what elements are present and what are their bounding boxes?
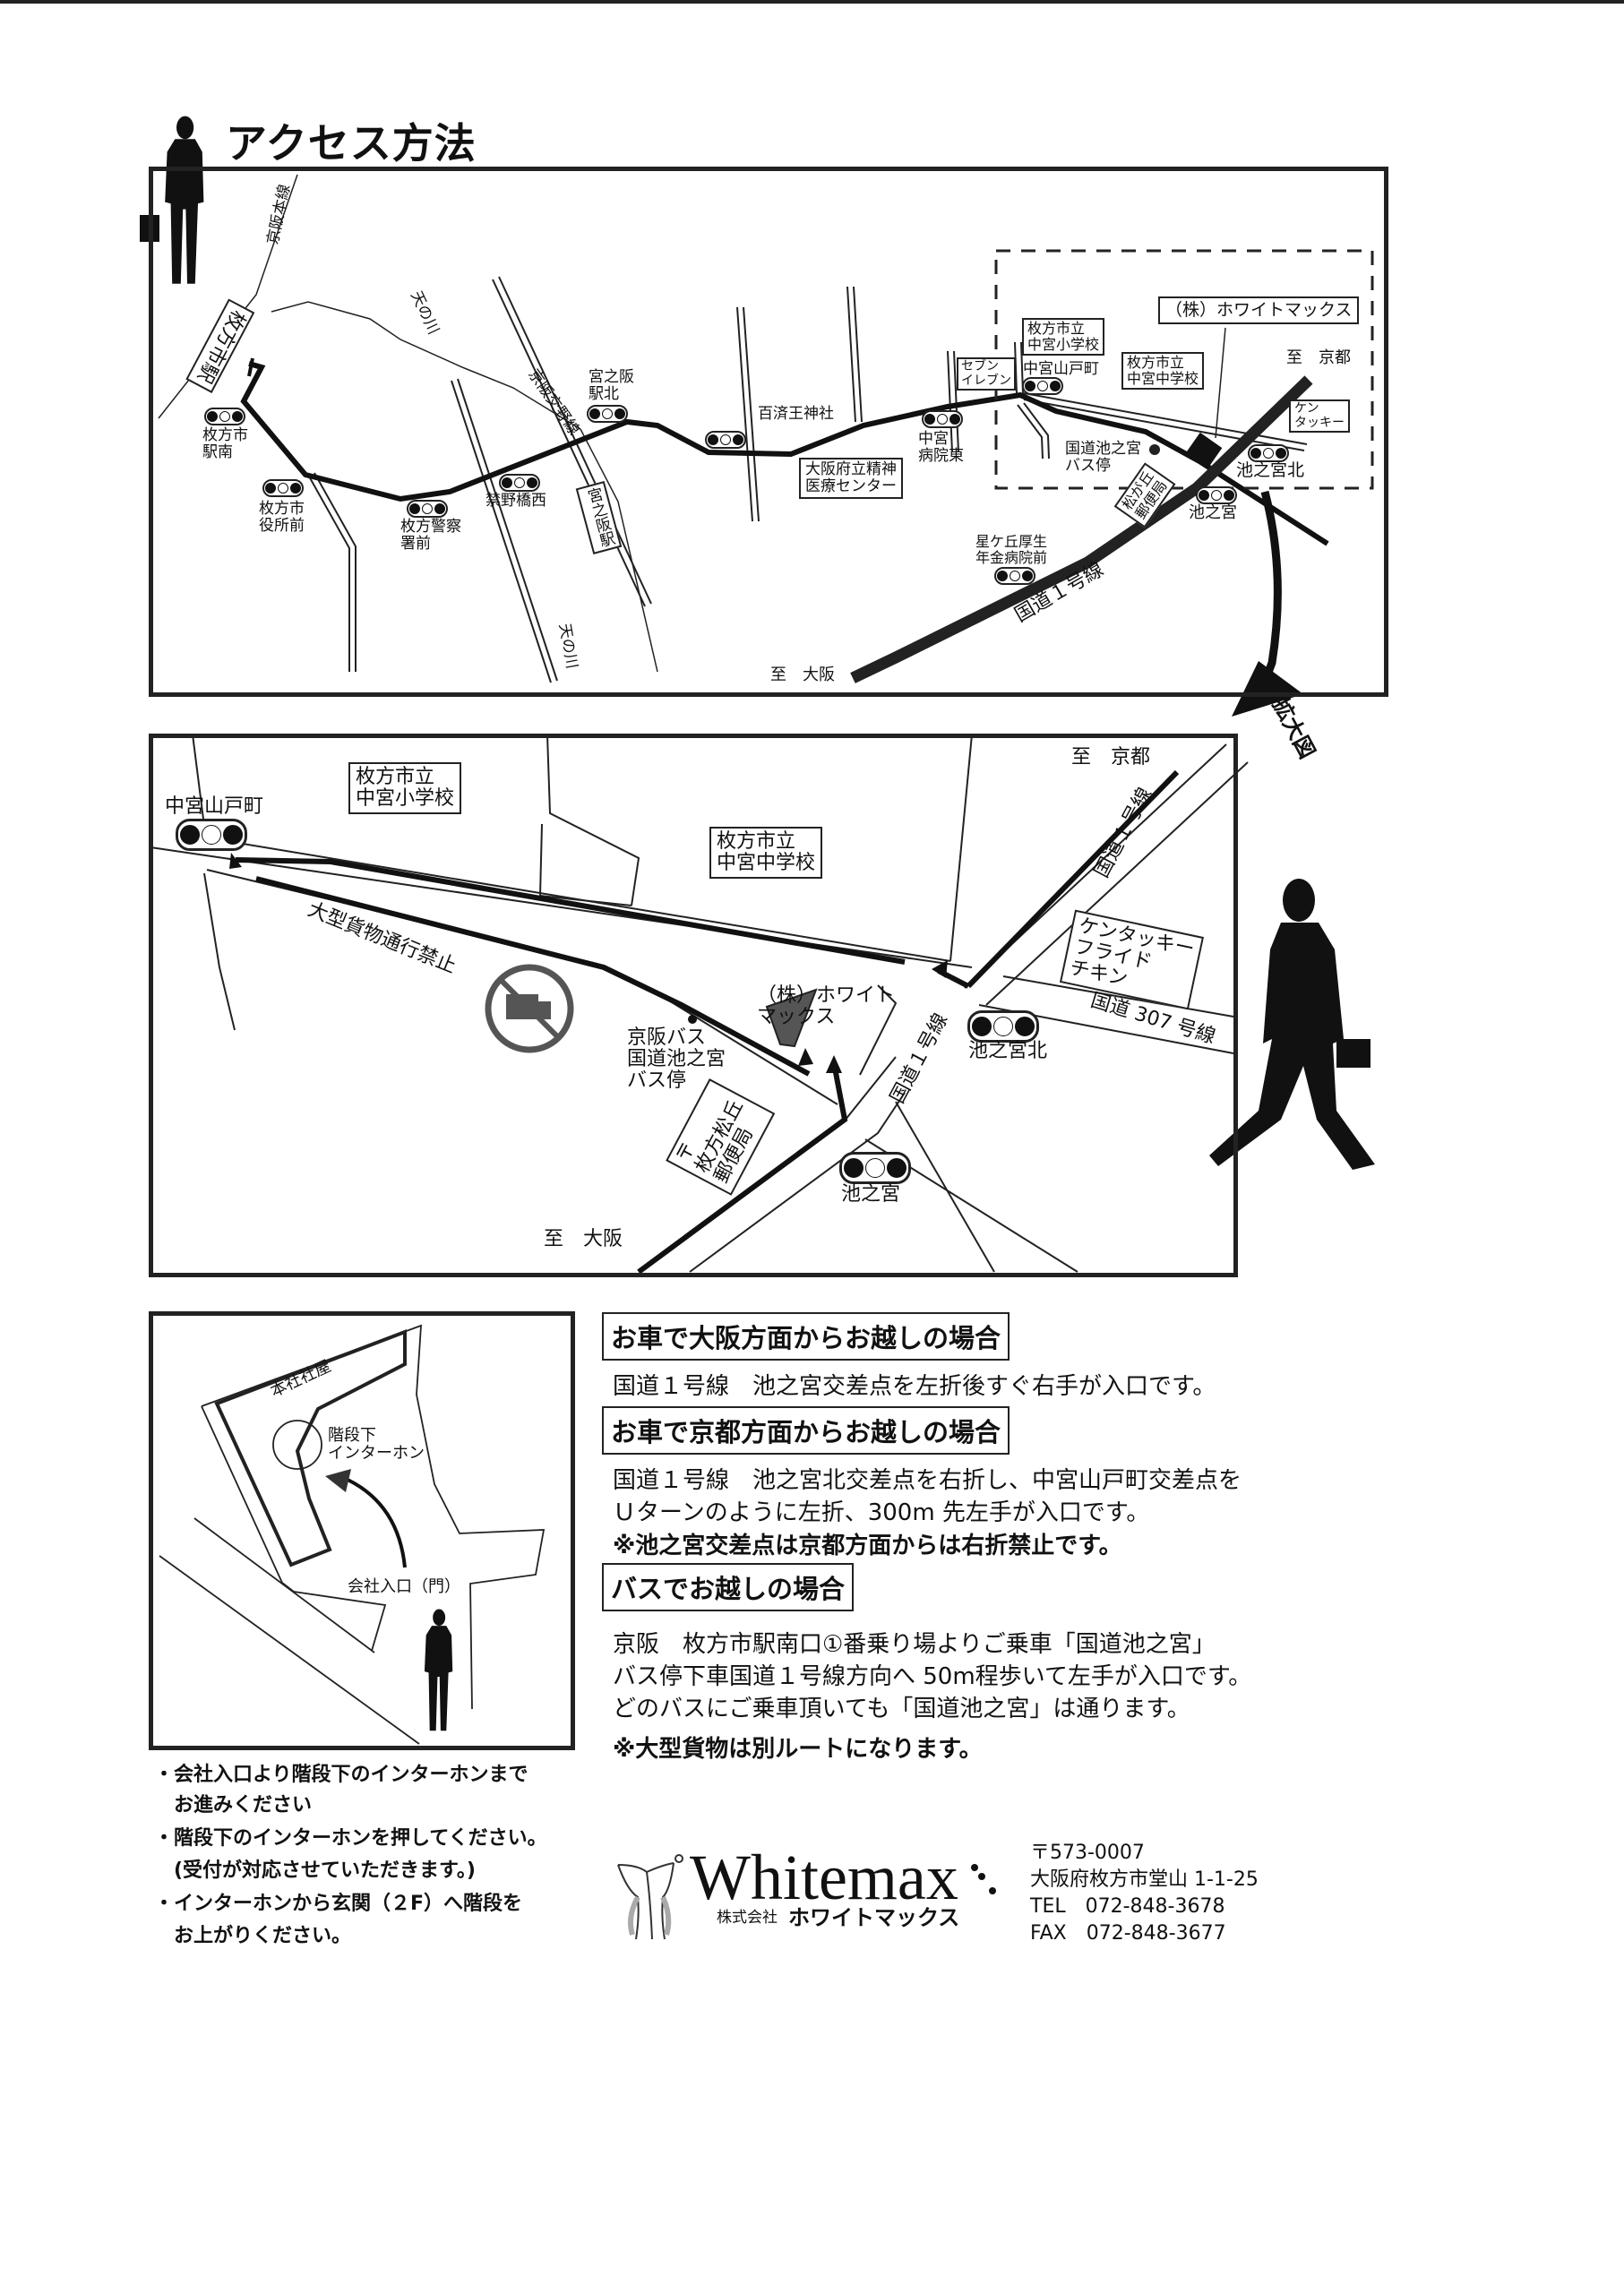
signal-label-nakamiya-byouin-higashi: 中宮 病院東 (918, 430, 964, 466)
signal-label-keisatsushomae: 枚方警察 署前 (400, 518, 461, 554)
signal-label-ikenomiya: 池之宮 (1189, 503, 1237, 522)
traffic-signal-icon (204, 408, 245, 425)
route-arrow-icon (798, 1048, 813, 1066)
signal-label-nakamiya-yamatocho: 中宮山戸町 (165, 795, 264, 818)
direction-note: ※池之宮交差点は京都方面からは右折禁止です。 (613, 1533, 1122, 1559)
detail-map-frame (149, 734, 1238, 1277)
nakamiya-junior-high-label: 枚方市立 中宮中学校 (1121, 352, 1205, 390)
seven-eleven-label: セブン イレブン (957, 357, 1016, 391)
company-logo-text: Whitemax (690, 1842, 958, 1913)
to-kyoto-label: 至 京都 (1286, 348, 1351, 367)
page-title: アクセス方法 (226, 119, 477, 167)
route-arrow-icon (932, 960, 948, 978)
no-large-truck-sign-icon (485, 964, 574, 1053)
entrance-map-drawing (159, 1324, 546, 1745)
mental-center-label: 大阪府立精神 医療センター (799, 458, 903, 500)
signal-label-shiyakushomae: 枚方市 役所前 (259, 500, 305, 536)
traffic-signal-icon (839, 1152, 911, 1184)
signal-label-ikenomiya-kita: 池之宮北 (1236, 460, 1305, 480)
traffic-signal-icon (967, 1010, 1039, 1043)
traffic-signal-icon (922, 410, 963, 428)
traffic-signal-icon (1196, 486, 1237, 504)
signal-label-kinyabashinishi: 禁野橋西 (485, 492, 546, 510)
enlarge-arrow-head-icon (1232, 661, 1303, 717)
entrance-note: お進みください (154, 1794, 313, 1816)
traffic-signal-icon (499, 474, 540, 492)
heading-car-from-osaka: お車で大阪方面からお越しの場合 (602, 1312, 1010, 1361)
heading-bus: バスでお越しの場合 (602, 1563, 855, 1611)
detail-map-route (235, 769, 1180, 1275)
bus-stop-marker (688, 1015, 697, 1024)
whitemax-logo-mark-icon (617, 1854, 683, 1940)
heading-car-from-kyoto: お車で京都方面からお越しの場合 (602, 1406, 1010, 1455)
entrance-map-frame (149, 1311, 575, 1750)
company-tel: TEL 072-848-3678 (1030, 1895, 1225, 1918)
traffic-signal-icon (705, 431, 746, 449)
overview-map-roads (158, 174, 1329, 683)
company-name: ホワイトマックス (788, 1905, 960, 1930)
nakamiya-elementary-label: 枚方市立 中宮小学校 (1022, 318, 1105, 356)
entrance-note: ・インターホンから玄関（２F）へ階段を (154, 1893, 523, 1915)
bus-stop-label: 京阪バス 国道池之宮 バス停 (627, 1026, 726, 1093)
bus-stop-marker (1149, 444, 1160, 455)
signal-label-hirakatashi-ekiminami: 枚方市 駅南 (202, 426, 248, 462)
entrance-note: ・会社入口より階段下のインターホンまで (154, 1764, 528, 1786)
company-building (765, 988, 818, 1048)
company-label: （株）ホワイト マックス (757, 984, 896, 1029)
traffic-signal-icon (176, 819, 247, 851)
whitemax-logo-dots-icon (971, 1864, 996, 1894)
traffic-signal-icon (1248, 444, 1289, 462)
walking-businessman-silhouette-icon (1209, 879, 1375, 1170)
company-label: （株）ホワイトマックス (1158, 296, 1360, 325)
scan-edge-line (0, 0, 1624, 4)
kentucky-label: ケン タッキー (1289, 399, 1350, 434)
traffic-signal-icon (1022, 377, 1063, 395)
traffic-signal-icon (587, 405, 628, 423)
kudara-shrine-label: 百済王神社 (758, 405, 834, 423)
direction-text: 国道１号線 池之宮北交差点を右折し、中宮山戸町交差点を (613, 1467, 1242, 1494)
nakamiya-junior-high-label: 枚方市立 中宮中学校 (709, 827, 823, 880)
enlarge-arrow (1257, 490, 1282, 693)
direction-text: バス停下車国道１号線方向へ 50m程歩いて左手が入口です。 (613, 1663, 1252, 1690)
entrance-note: (受付が対応させていただきます。) (154, 1859, 476, 1882)
traffic-signal-icon (262, 479, 304, 497)
postal-code: 〒573-0007 (1030, 1842, 1145, 1864)
signal-label-ikenomiya-kita: 池之宮北 (968, 1040, 1048, 1062)
direction-text: 国道１号線 池之宮交差点を左折後すぐ右手が入口です。 (613, 1373, 1216, 1400)
route-arrow-icon (229, 853, 242, 869)
direction-note: ※大型貨物は別ルートになります。 (613, 1736, 983, 1763)
direction-text: 京阪 枚方市駅南口①番乗り場よりご乗車「国道池之宮」 (613, 1631, 1216, 1658)
traffic-signal-icon (994, 567, 1035, 585)
entrance-gate-label: 会社入口（門） (348, 1577, 460, 1596)
company-address: 大阪府枚方市堂山 1-1-25 (1030, 1868, 1259, 1891)
company-building-marker (1185, 432, 1223, 469)
direction-text: どのバスにご乗車頂いても「国道池之宮」は通ります。 (613, 1696, 1190, 1722)
entrance-note: お上がりください。 (154, 1925, 352, 1947)
signal-label-miyanosaka-ekikita: 宮之阪 駅北 (589, 368, 634, 404)
to-kyoto-label: 至 京都 (1071, 746, 1151, 769)
signal-label-ikenomiya: 池之宮 (841, 1183, 901, 1206)
bus-stop-label: 国道池之宮 バス停 (1065, 440, 1141, 476)
to-osaka-label: 至 大阪 (544, 1228, 623, 1250)
direction-text: Ｕターンのように左折、300m 先左手が入口です。 (613, 1499, 1150, 1526)
intercom-label: 階段下 インターホン (328, 1426, 425, 1464)
company-name-prefix: 株式会社 (717, 1909, 778, 1927)
signal-label-hoshigaoka-hospital: 星ケ丘厚生 年金病院前 (975, 533, 1048, 566)
company-fax: FAX 072-848-3677 (1030, 1922, 1226, 1945)
signal-label-nakamiya-yamatocho: 中宮山戸町 (1023, 360, 1099, 378)
to-osaka-label: 至 大阪 (770, 666, 835, 684)
overview-map-frame (149, 167, 1388, 697)
nakamiya-elementary-label: 枚方市立 中宮小学校 (348, 762, 462, 815)
route-arrow-icon (826, 1055, 842, 1073)
entrance-note: ・階段下のインターホンを押してください。 (154, 1827, 547, 1850)
traffic-signal-icon (407, 500, 448, 518)
entrance-arrow-icon (325, 1469, 351, 1492)
